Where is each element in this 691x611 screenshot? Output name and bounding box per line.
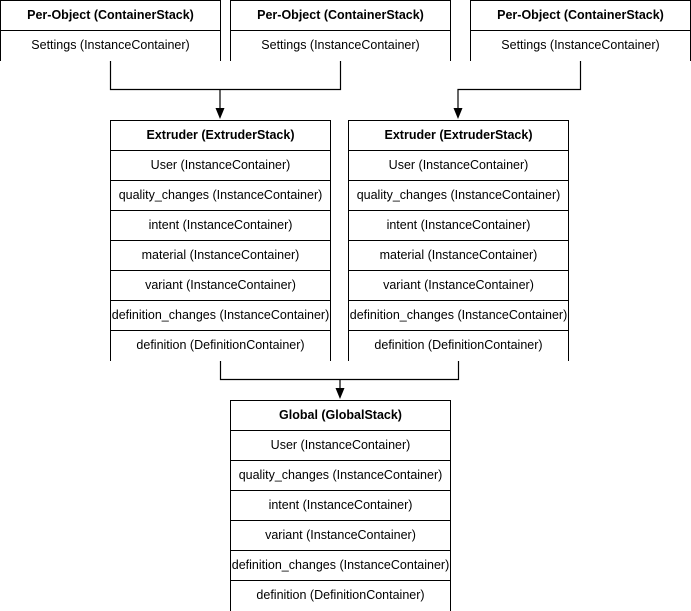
edge-extruder-2-to-global <box>340 360 460 381</box>
edge-per-object-1-to-extruder-1 <box>109 60 220 91</box>
per-object-stack-2[interactable]: Per-Object (ContainerStack) Settings (In… <box>230 0 451 61</box>
extruder-stack-2-row-definition-changes[interactable]: definition_changes (InstanceContainer) <box>349 301 568 331</box>
per-object-stack-3-header: Per-Object (ContainerStack) <box>471 1 690 31</box>
arrowhead-global <box>335 388 345 399</box>
arrowhead-extruder-1 <box>215 108 225 119</box>
per-object-stack-1-row-settings[interactable]: Settings (InstanceContainer) <box>1 31 220 61</box>
per-object-stack-2-row-settings[interactable]: Settings (InstanceContainer) <box>231 31 450 61</box>
per-object-stack-1-header: Per-Object (ContainerStack) <box>1 1 220 31</box>
per-object-stack-1[interactable]: Per-Object (ContainerStack) Settings (In… <box>0 0 221 61</box>
global-stack-row-definition[interactable]: definition (DefinitionContainer) <box>231 581 450 611</box>
extruder-stack-2-row-quality-changes[interactable]: quality_changes (InstanceContainer) <box>349 181 568 211</box>
edge-extruder-1-to-global <box>219 360 340 381</box>
edge-per-object-3-to-extruder-2 <box>457 60 582 112</box>
global-stack-header: Global (GlobalStack) <box>231 401 450 431</box>
extruder-stack-1-row-material[interactable]: material (InstanceContainer) <box>111 241 330 271</box>
per-object-stack-2-header: Per-Object (ContainerStack) <box>231 1 450 31</box>
extruder-stack-2-row-material[interactable]: material (InstanceContainer) <box>349 241 568 271</box>
extruder-stack-1-row-user[interactable]: User (InstanceContainer) <box>111 151 330 181</box>
extruder-stack-1-row-intent[interactable]: intent (InstanceContainer) <box>111 211 330 241</box>
extruder-stack-1[interactable]: Extruder (ExtruderStack) User (InstanceC… <box>110 120 331 361</box>
global-stack-row-user[interactable]: User (InstanceContainer) <box>231 431 450 461</box>
extruder-stack-1-row-quality-changes[interactable]: quality_changes (InstanceContainer) <box>111 181 330 211</box>
extruder-stack-1-row-variant[interactable]: variant (InstanceContainer) <box>111 271 330 301</box>
extruder-stack-2-row-intent[interactable]: intent (InstanceContainer) <box>349 211 568 241</box>
extruder-stack-2[interactable]: Extruder (ExtruderStack) User (InstanceC… <box>348 120 569 361</box>
edge-per-object-2-to-extruder-1 <box>220 60 342 91</box>
extruder-stack-2-header: Extruder (ExtruderStack) <box>349 121 568 151</box>
per-object-stack-3-row-settings[interactable]: Settings (InstanceContainer) <box>471 31 690 61</box>
extruder-stack-1-row-definition-changes[interactable]: definition_changes (InstanceContainer) <box>111 301 330 331</box>
arrowhead-extruder-2 <box>453 108 463 119</box>
global-stack-row-intent[interactable]: intent (InstanceContainer) <box>231 491 450 521</box>
global-stack[interactable]: Global (GlobalStack) User (InstanceConta… <box>230 400 451 611</box>
extruder-stack-2-row-definition[interactable]: definition (DefinitionContainer) <box>349 331 568 361</box>
extruder-stack-1-header: Extruder (ExtruderStack) <box>111 121 330 151</box>
extruder-stack-1-row-definition[interactable]: definition (DefinitionContainer) <box>111 331 330 361</box>
extruder-stack-2-row-variant[interactable]: variant (InstanceContainer) <box>349 271 568 301</box>
global-stack-row-definition-changes[interactable]: definition_changes (InstanceContainer) <box>231 551 450 581</box>
global-stack-row-variant[interactable]: variant (InstanceContainer) <box>231 521 450 551</box>
per-object-stack-3[interactable]: Per-Object (ContainerStack) Settings (In… <box>470 0 691 61</box>
global-stack-row-quality-changes[interactable]: quality_changes (InstanceContainer) <box>231 461 450 491</box>
extruder-stack-2-row-user[interactable]: User (InstanceContainer) <box>349 151 568 181</box>
